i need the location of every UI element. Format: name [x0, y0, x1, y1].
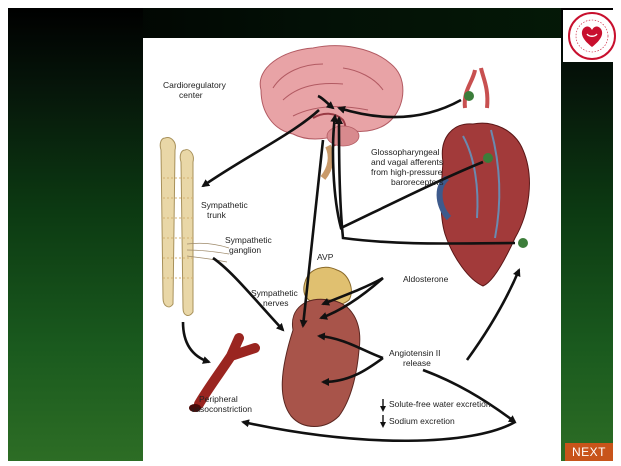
label-sympathetic-nerves: Sympathetic nerves: [251, 288, 300, 308]
baroreceptor-dot: [464, 91, 474, 101]
baroreceptor-dot: [483, 153, 493, 163]
label-sympathetic-ganglion: Sympathetic ganglion: [225, 235, 274, 255]
label-avp: AVP: [317, 252, 334, 262]
background-frame-left: [8, 8, 143, 461]
heart-hands-logo-icon: [563, 10, 621, 62]
label-peripheral: Peripheral vasoconstriction: [191, 394, 252, 414]
label-sympathetic-trunk: Sympathetic trunk: [201, 200, 250, 220]
label-cardioregulatory: Cardioregulatory center: [163, 80, 228, 100]
label-glossopharyngeal: Glossopharyngeal and vagal afferents fro…: [371, 147, 446, 187]
spinal-cord: [160, 138, 229, 316]
next-button[interactable]: NEXT: [565, 443, 613, 461]
kidney: [282, 299, 360, 426]
diagram-svg: Cardioregulatory center Glossopharyngeal…: [143, 38, 561, 461]
background-frame-right: [561, 8, 613, 461]
label-aldosterone: Aldosterone: [403, 274, 449, 284]
heart: [440, 68, 530, 286]
label-sodium-excretion: Sodium excretion: [389, 416, 455, 426]
label-angiotensin: Angiotensin II release: [389, 348, 443, 368]
label-solute-excretion: Solute-free water excretion: [389, 399, 491, 409]
baroreceptor-dot: [518, 238, 528, 248]
diagram-panel: Cardioregulatory center Glossopharyngeal…: [143, 38, 561, 461]
